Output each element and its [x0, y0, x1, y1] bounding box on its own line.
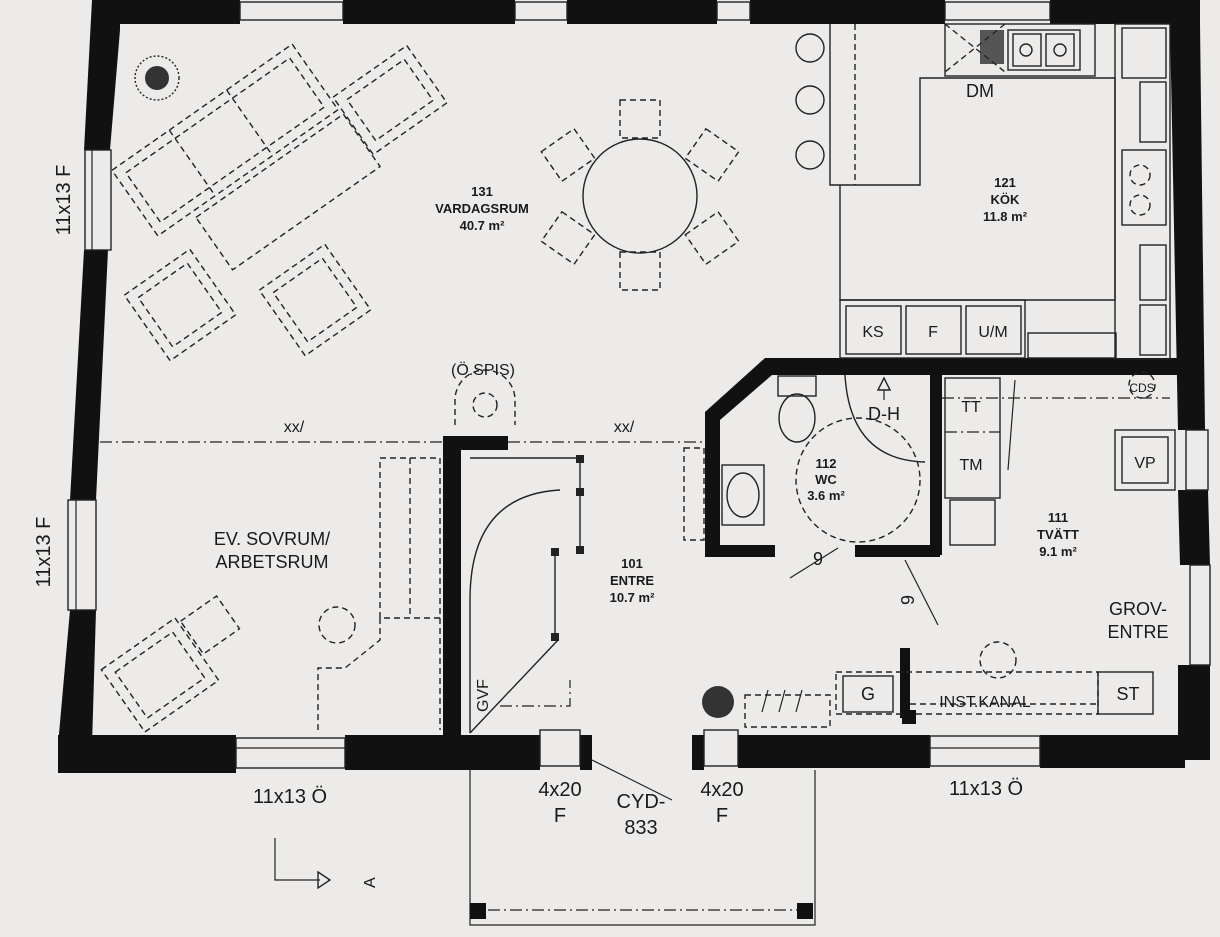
mark-xx-1: xx/ [284, 419, 305, 436]
window-label-bottom-left: 11x13 Ö [253, 786, 327, 808]
svg-text:F: F [716, 805, 728, 827]
section-mark-a: A [362, 877, 379, 888]
label-vp: VP [1134, 455, 1155, 472]
svg-text:11.8 m²: 11.8 m² [983, 209, 1028, 224]
bedroom-furniture [100, 457, 441, 733]
mark-nine-2: 9 [898, 595, 918, 605]
cyd-label: CYD- 833 [617, 791, 666, 839]
svg-text:GROV-: GROV- [1109, 599, 1167, 619]
svg-text:4x20: 4x20 [700, 779, 743, 801]
label-spis: (Ö.SPIS) [451, 361, 515, 379]
svg-text:3.6 m²: 3.6 m² [807, 488, 845, 503]
svg-text:VARDAGSRUM: VARDAGSRUM [435, 201, 529, 216]
label-dm: DM [966, 81, 994, 101]
outer-walls [58, 0, 1211, 773]
room-label-entre: 101 ENTRE 10.7 m² [610, 556, 655, 605]
laundry-fixtures [835, 371, 1176, 724]
svg-text:WC: WC [815, 472, 837, 487]
interior-walls [443, 358, 1180, 736]
label-g: G [861, 684, 875, 704]
mark-nine-1: 9 [813, 549, 823, 569]
dining-table [540, 99, 740, 291]
door-label-2: 4x20 F [700, 779, 743, 827]
svg-text:KÖK: KÖK [991, 192, 1021, 207]
svg-text:101: 101 [621, 556, 643, 571]
svg-text:40.7 m²: 40.7 m² [460, 218, 505, 233]
window-label-bottom-right: 11x13 Ö [949, 778, 1023, 800]
entre-furniture [469, 447, 831, 734]
room-label-sovrum: EV. SOVRUM/ ARBETSRUM [214, 529, 330, 572]
label-ks: KS [862, 324, 883, 341]
svg-text:4x20: 4x20 [538, 779, 581, 801]
label-dh: D-H [868, 404, 900, 424]
room-label-wc: 112 WC 3.6 m² [807, 456, 845, 503]
label-tt: TT [961, 399, 981, 416]
room-label-kok: 121 KÖK 11.8 m² [983, 175, 1028, 224]
svg-text:ARBETSRUM: ARBETSRUM [215, 552, 328, 572]
room-label-vardagsrum: 131 VARDAGSRUM 40.7 m² [435, 184, 529, 233]
label-inst-kanal: INST.KANAL [939, 694, 1031, 711]
svg-text:CYD-: CYD- [617, 791, 666, 813]
room-label-tvatt: 111 TVÄTT 9.1 m² [1037, 510, 1079, 559]
mark-xx-2: xx/ [614, 419, 635, 436]
window-label-left-top: 11x13 F [53, 165, 75, 236]
svg-text:833: 833 [624, 817, 657, 839]
svg-text:9.1 m²: 9.1 m² [1039, 544, 1077, 559]
window-label-left-bottom: 11x13 F [33, 517, 55, 588]
svg-text:10.7 m²: 10.7 m² [610, 590, 655, 605]
label-f: F [928, 324, 938, 341]
door-label-1: 4x20 F [538, 779, 581, 827]
label-gvf: GVF [475, 679, 492, 712]
svg-text:111: 111 [1048, 510, 1068, 525]
svg-text:EV. SOVRUM/: EV. SOVRUM/ [214, 529, 330, 549]
section-lines [100, 397, 1170, 911]
svg-text:F: F [554, 805, 566, 827]
living-room-furniture [110, 43, 740, 425]
svg-text:TVÄTT: TVÄTT [1037, 527, 1079, 542]
fireplace-icon [454, 369, 516, 425]
porch [469, 759, 816, 926]
svg-text:ENTRE: ENTRE [1107, 622, 1168, 642]
svg-text:121: 121 [994, 175, 1016, 190]
label-st: ST [1116, 684, 1139, 704]
room-label-grov-entre: GROV- ENTRE [1107, 599, 1168, 642]
wc-fixtures [721, 374, 939, 626]
kitchen-furniture [795, 23, 1171, 360]
label-tm: TM [959, 457, 982, 474]
label-um: U/M [978, 324, 1007, 341]
svg-text:112: 112 [816, 456, 837, 471]
svg-text:ENTRE: ENTRE [610, 573, 654, 588]
label-cds: CDS [1129, 381, 1154, 395]
svg-text:131: 131 [471, 184, 493, 199]
plant-icon [702, 686, 734, 718]
section-arrow-icon [274, 838, 332, 890]
plant-icon [134, 55, 180, 101]
